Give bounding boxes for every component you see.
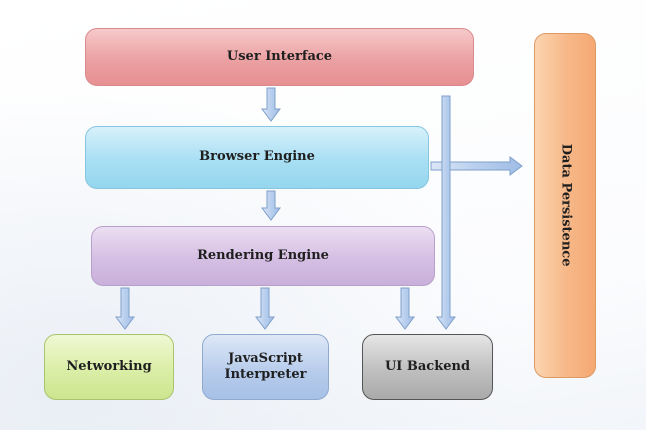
ui-backend-box: UI Backend xyxy=(362,334,493,400)
arrow-ui-to-browser-engine xyxy=(261,87,281,122)
arrow-rendering-engine-to-javascript-interpreter xyxy=(255,287,275,330)
ui-backend-label: UI Backend xyxy=(384,358,471,374)
javascript-interpreter-box: JavaScript Interpreter xyxy=(202,334,329,400)
arrow-rendering-engine-to-networking xyxy=(115,287,135,330)
arrow-rendering-engine-to-ui-backend xyxy=(395,287,415,330)
arrow-ui-to-ui-backend xyxy=(436,95,456,330)
user-interface-box: User Interface xyxy=(85,28,474,86)
networking-label: Networking xyxy=(66,358,152,374)
data-persistence-box: Data Persistence xyxy=(534,33,596,378)
rendering-engine-label: Rendering Engine xyxy=(197,247,329,263)
rendering-engine-box: Rendering Engine xyxy=(91,226,435,286)
arrow-browser-engine-to-rendering-engine xyxy=(261,190,281,221)
browser-engine-box: Browser Engine xyxy=(85,126,429,189)
networking-box: Networking xyxy=(44,334,174,400)
data-persistence-label: Data Persistence xyxy=(558,144,574,267)
javascript-interpreter-label: JavaScript Interpreter xyxy=(224,350,307,382)
browser-engine-label: Browser Engine xyxy=(199,149,315,165)
user-interface-label: User Interface xyxy=(226,48,333,64)
